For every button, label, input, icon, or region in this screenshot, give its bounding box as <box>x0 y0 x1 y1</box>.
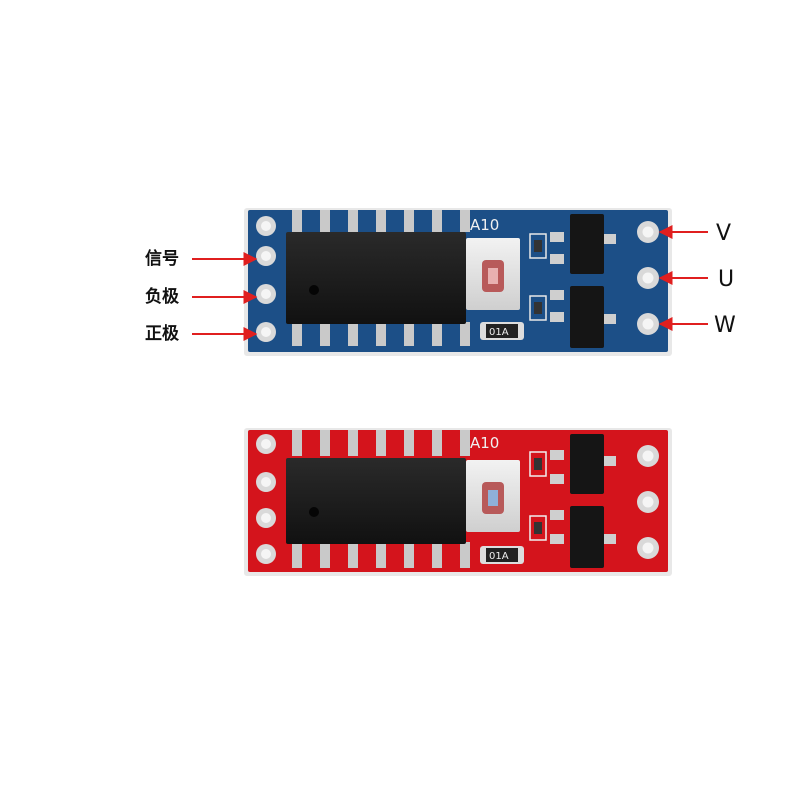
chip-pins-bottom <box>292 542 470 568</box>
svg-text:01A: 01A <box>489 551 509 562</box>
svg-text:01A: 01A <box>489 327 509 338</box>
red-esc-board: A10 01A <box>244 428 672 576</box>
label-positive: 正极 <box>145 324 179 344</box>
label-phase-v: V <box>716 221 732 246</box>
right-pin-pads <box>637 445 659 559</box>
annotation-arrows <box>192 225 708 341</box>
mosfet-2 <box>570 506 604 568</box>
small-components <box>529 451 547 541</box>
mosfet-2 <box>570 286 604 348</box>
mosfet-1 <box>570 434 604 494</box>
label-phase-w: W <box>714 313 736 338</box>
label-signal: 信号 <box>145 249 179 269</box>
left-pin-pads <box>256 434 276 564</box>
silkscreen-label: A10 <box>470 216 499 234</box>
microcontroller-chip <box>286 232 466 324</box>
chip-pins-top <box>292 430 470 456</box>
mosfet-1 <box>570 214 604 274</box>
small-components <box>529 233 547 321</box>
microcontroller-chip <box>286 458 466 544</box>
silkscreen-label: A10 <box>470 434 499 452</box>
label-negative: 负极 <box>145 287 179 307</box>
chip-pins-bottom <box>292 322 470 346</box>
blue-esc-board: A10 01A <box>244 208 672 356</box>
left-pin-pads <box>256 216 276 342</box>
right-pin-pads <box>637 221 659 335</box>
label-phase-u: U <box>718 267 735 292</box>
chip-pins-top <box>292 210 470 232</box>
